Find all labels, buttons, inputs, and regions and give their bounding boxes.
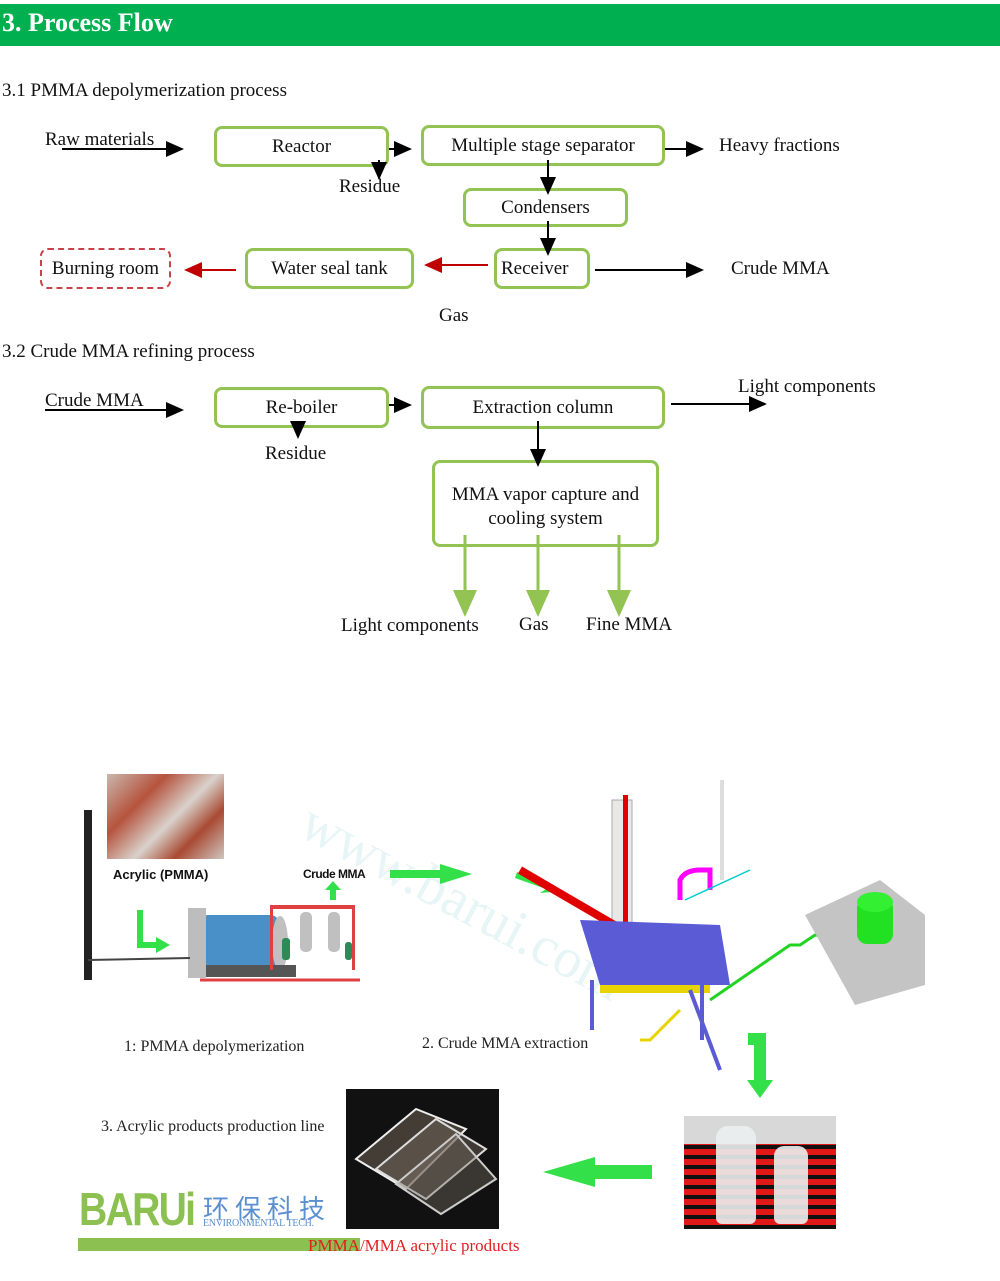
receiver-node: Receiver [494, 248, 590, 289]
flow-arrows [45, 141, 767, 617]
gas-label: Gas [439, 305, 469, 326]
reboiler-label: Re-boiler [265, 396, 338, 418]
step2-to-product-arrow-icon [747, 1033, 773, 1098]
water-seal-tank-node: Water seal tank [245, 248, 414, 289]
fine-mma-label: Fine MMA [586, 614, 673, 635]
condensers-label: Condensers [501, 196, 590, 218]
extraction-column-node: Extraction column [421, 386, 665, 429]
products-label: PMMA/MMA acrylic products [308, 1236, 520, 1255]
condenser-frame [270, 905, 355, 909]
product-to-step3-arrow-icon [543, 1157, 652, 1187]
step1-caption: 1: PMMA depolymerization [124, 1038, 305, 1055]
crude-mma-input-label: Crude MMA [45, 390, 144, 411]
reactor-residue-label: Residue [339, 176, 401, 197]
reactor-node: Reactor [214, 126, 389, 167]
reboiler-node: Re-boiler [214, 387, 389, 428]
burning-room-node: Burning room [40, 248, 171, 289]
vapor-capture-node: MMA vapor capture and cooling system [432, 460, 659, 547]
up-arrow-icon [325, 881, 341, 900]
crude-mma-illus-label: Crude MMA [303, 867, 366, 881]
raw-materials-label: Raw materials [45, 129, 155, 150]
green-feed-arrow-icon [137, 910, 158, 948]
section-1-title: 3.1 PMMA depolymerization process [2, 80, 287, 101]
reactor-label: Reactor [271, 135, 332, 157]
light-components-top-label: Light components [738, 376, 876, 397]
step2-caption: 2. Crude MMA extraction [422, 1035, 589, 1052]
acrylic-sheets-photo [346, 1089, 499, 1229]
logo-underline-bar [78, 1238, 360, 1251]
step3-caption: 3. Acrylic products production line [101, 1118, 325, 1135]
receiver-label: Receiver [501, 257, 569, 279]
acrylic-label: Acrylic (PMMA) [113, 867, 209, 882]
chimney-illustration [84, 810, 92, 980]
reboiler-residue-label: Residue [265, 443, 327, 464]
crude-mma-output-label: Crude MMA [731, 258, 830, 279]
brand-chinese-name: 环保科技 [203, 1195, 332, 1225]
condensers-node: Condensers [463, 188, 628, 227]
section-banner [0, 4, 1000, 46]
plant-platform [580, 920, 730, 985]
step1-to-step2-arrow-icon [390, 864, 472, 884]
section-2-title: 3.2 Crude MMA refining process [2, 341, 255, 362]
gas-output-label: Gas [519, 614, 549, 635]
burning-room-label: Burning room [51, 257, 160, 279]
water-seal-tank-label: Water seal tank [271, 257, 388, 279]
brand-english-name: ENVIRONMENTAL TECH. [203, 1218, 314, 1229]
vapor-capture-label-line1: MMA vapor capture and [451, 484, 640, 505]
acrylic-scrap-photo [107, 774, 224, 859]
page-title: 3. Process Flow [2, 8, 173, 37]
extraction-column-label: Extraction column [472, 396, 614, 418]
reactor-drum [198, 915, 280, 970]
mma-bottles-photo [684, 1116, 836, 1229]
separator-label: Multiple stage separator [451, 134, 635, 156]
separator-node: Multiple stage separator [421, 125, 665, 166]
brand-logo: BARUi [79, 1183, 196, 1235]
heavy-fractions-label: Heavy fractions [719, 135, 840, 156]
vapor-capture-label-line2: cooling system [488, 508, 603, 529]
light-components-label: Light components [341, 615, 479, 636]
